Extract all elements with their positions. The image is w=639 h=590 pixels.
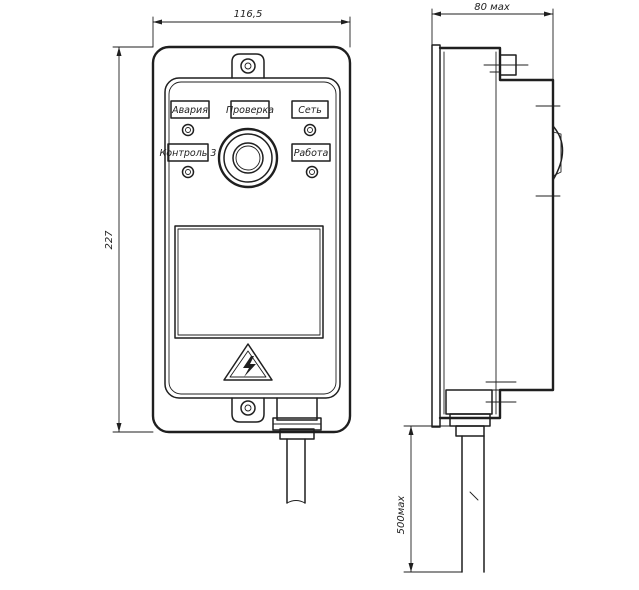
side-button-icon <box>552 125 564 181</box>
label-network: Сеть <box>291 100 329 119</box>
bottom-screw-icon <box>231 397 265 423</box>
depth-dimension: 80 мах <box>431 2 554 81</box>
svg-text:Работа: Работа <box>294 148 329 159</box>
side-top-screw-icon <box>483 54 529 76</box>
top-screw-icon <box>231 53 265 79</box>
alarm-lamp-icon <box>181 123 195 137</box>
cable-gland-icon <box>272 397 322 440</box>
cable-length-dimension: 500мах <box>396 425 463 573</box>
label-alarm: Авария <box>170 100 210 119</box>
svg-text:500мах: 500мах <box>396 496 407 535</box>
svg-text:Проверка: Проверка <box>226 105 274 116</box>
enclosure-outer <box>151 45 352 434</box>
side-gland-icon <box>445 389 493 437</box>
svg-text:227: 227 <box>104 230 115 250</box>
label-control: Контроль 3 <box>160 143 217 162</box>
display-window <box>174 225 324 339</box>
svg-text:Контроль 3: Контроль 3 <box>160 148 217 159</box>
svg-text:Авария: Авария <box>171 105 208 116</box>
check-push-button-icon <box>217 127 279 189</box>
label-check: Проверка <box>226 100 274 119</box>
control-lamp-icon <box>181 165 195 179</box>
side-mounting-plate <box>431 44 441 428</box>
svg-text:80 мах: 80 мах <box>474 2 510 13</box>
side-body <box>438 46 555 420</box>
side-cable-icon <box>461 435 485 573</box>
high-voltage-warning-icon <box>223 343 273 381</box>
side-view: 80 мах 500мах <box>396 2 564 573</box>
svg-text:Сеть: Сеть <box>298 105 322 116</box>
operation-lamp-icon <box>305 165 319 179</box>
front-view: Авария Проверка Сеть Контроль 3 Работа <box>104 9 352 504</box>
front-panel <box>164 77 341 399</box>
height-dimension: 227 <box>104 46 154 433</box>
label-operation: Работа <box>291 143 331 162</box>
width-dimension: 116,5 <box>152 9 351 48</box>
network-lamp-icon <box>303 123 317 137</box>
cable-icon <box>286 438 306 504</box>
svg-text:116,5: 116,5 <box>234 9 263 20</box>
